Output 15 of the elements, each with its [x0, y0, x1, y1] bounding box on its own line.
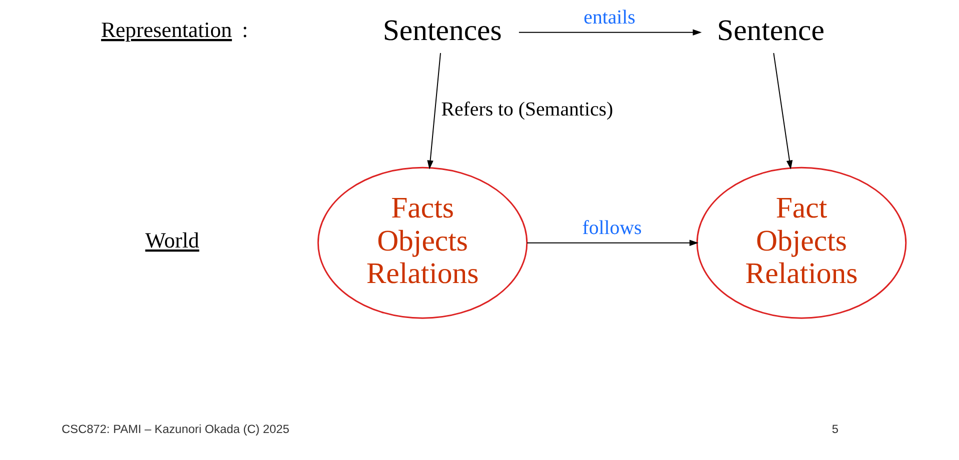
arrow [518, 29, 702, 36]
label: 5 [831, 422, 838, 436]
edge-label: entails [583, 6, 635, 28]
node-ellipse: Facts Objects Relations [316, 166, 528, 319]
arrow [772, 52, 792, 170]
edge-label: follows [582, 216, 642, 239]
label: World [144, 228, 199, 252]
label: Representation: [100, 18, 248, 42]
node-ellipse: Fact Objects Relations [696, 166, 906, 319]
arrow [426, 52, 440, 170]
node-text: Sentence [716, 14, 824, 47]
node-text: Sentences [382, 14, 502, 47]
edge-label: Refers to (Semantics) [440, 98, 613, 120]
arrow [526, 240, 698, 246]
label: CSC872: PAMI – Kazunori Okada (C) 2025 [61, 422, 289, 436]
